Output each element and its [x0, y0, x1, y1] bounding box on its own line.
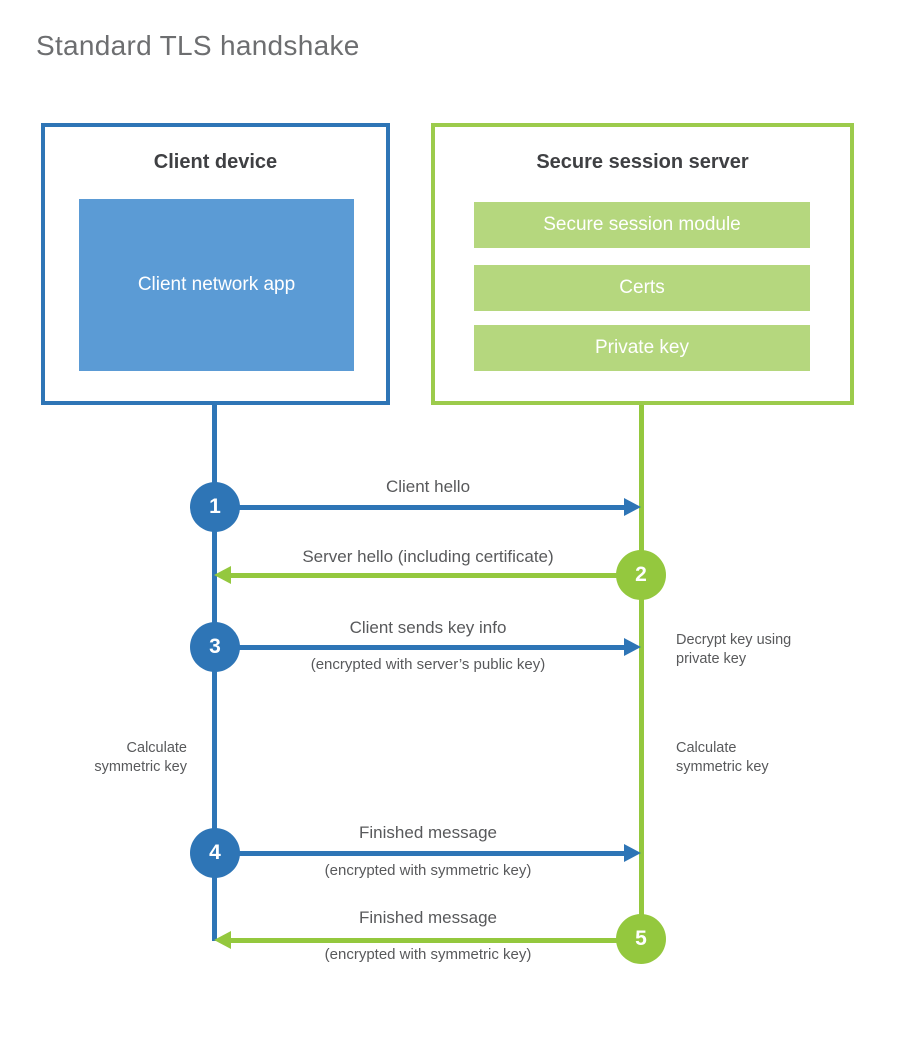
- arrowhead-right-icon: [624, 638, 641, 656]
- arrowhead-left-icon: [214, 566, 231, 584]
- arrowhead-right-icon: [624, 844, 641, 862]
- message-arrow-2: [229, 573, 641, 578]
- server-lifeline: [639, 405, 644, 941]
- secure-session-server-title: Secure session server: [536, 151, 749, 173]
- message-arrow-5: [229, 938, 641, 943]
- server-module-secure-session: Secure session module: [474, 202, 810, 248]
- message-arrow-1: [215, 505, 627, 510]
- annotation-decrypt-key: Decrypt key using private key: [676, 632, 792, 667]
- message-sublabel-5: (encrypted with symmetric key): [324, 946, 532, 963]
- server-module-certs: Certs: [474, 265, 810, 311]
- client-device-box: Client device Client network app: [41, 123, 390, 405]
- annotation-calculate-symmetric-key-right: Calculate symmetric key: [676, 740, 769, 775]
- client-network-app-box: Client network app: [79, 199, 354, 371]
- arrowhead-left-icon: [214, 931, 231, 949]
- step-circle-2: 2: [616, 550, 666, 600]
- message-label-2: Server hello (including certificate): [302, 547, 554, 566]
- client-lifeline: [212, 405, 217, 941]
- step-circle-5: 5: [616, 914, 666, 964]
- message-label-1: Client hello: [385, 477, 471, 496]
- message-label-4: Finished message: [359, 823, 497, 842]
- arrowhead-right-icon: [624, 498, 641, 516]
- message-arrow-3: [215, 645, 627, 650]
- secure-session-server-box: Secure session server Secure session mod…: [431, 123, 854, 405]
- step-circle-4: 4: [190, 828, 240, 878]
- message-label-3: Client sends key info: [349, 618, 507, 637]
- annotation-calculate-symmetric-key-left: Calculate symmetric key: [94, 740, 187, 775]
- page-title: Standard TLS handshake: [36, 30, 360, 61]
- client-device-title: Client device: [153, 151, 278, 173]
- message-sublabel-3: (encrypted with server’s public key): [310, 656, 546, 673]
- message-label-5: Finished message: [359, 908, 497, 927]
- message-sublabel-4: (encrypted with symmetric key): [324, 862, 532, 879]
- step-circle-3: 3: [190, 622, 240, 672]
- server-module-private-key: Private key: [474, 325, 810, 371]
- step-circle-1: 1: [190, 482, 240, 532]
- message-arrow-4: [215, 851, 627, 856]
